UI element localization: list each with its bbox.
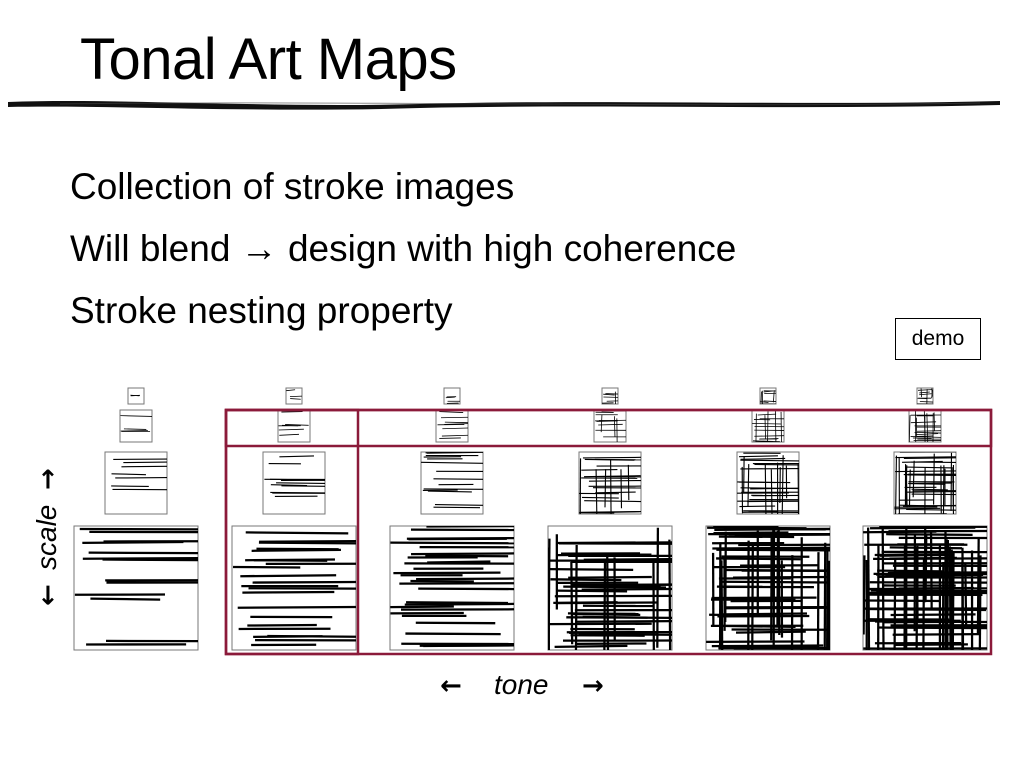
scale-right-arrow: → <box>33 468 63 490</box>
stroke-texture-tile <box>736 451 800 515</box>
map-highlight-frame <box>224 408 993 656</box>
tonal-art-map-figure <box>73 387 993 656</box>
bullet-list: Collection of stroke images Will blend →… <box>70 162 736 348</box>
stroke-texture-tile <box>119 409 153 443</box>
stroke-texture-tile <box>751 409 785 443</box>
stroke-texture-tile <box>420 451 484 515</box>
stroke-texture-tile <box>578 451 642 515</box>
stroke-texture-tile <box>547 525 673 651</box>
stroke-texture-tile <box>862 525 988 651</box>
demo-button[interactable]: demo <box>895 318 981 360</box>
stroke-texture-tile <box>435 409 469 443</box>
slide-title: Tonal Art Maps <box>80 27 457 92</box>
stroke-texture-tile <box>759 387 777 405</box>
bullet-item: Will blend → design with high coherence <box>70 228 737 269</box>
title-underline <box>8 101 1000 110</box>
stroke-texture-tile <box>277 409 311 443</box>
stroke-texture-tile <box>908 409 942 443</box>
stroke-texture-tile <box>73 525 199 651</box>
scale-left-arrow: ← <box>33 584 63 606</box>
stroke-texture-tile <box>916 387 934 405</box>
tone-axis-label: ← tone → <box>440 669 604 701</box>
stroke-texture-tile <box>285 387 303 405</box>
stroke-texture-tile <box>262 451 326 515</box>
stroke-texture-tile <box>601 387 619 405</box>
stroke-texture-tile <box>705 525 831 651</box>
scale-label-text: scale <box>31 505 62 570</box>
tone-label-text: tone <box>494 669 549 700</box>
scale-axis-label: ← scale → <box>31 468 63 606</box>
bullet-item: Collection of stroke images <box>70 166 515 207</box>
tone-left-arrow: ← <box>440 671 462 701</box>
stroke-texture-tile <box>389 525 515 651</box>
stroke-texture-tile <box>893 451 957 515</box>
tone-right-arrow: → <box>582 671 604 701</box>
bullet-item: Stroke nesting property <box>70 290 453 331</box>
stroke-texture-tile <box>104 451 168 515</box>
stroke-texture-tile <box>593 409 627 443</box>
stroke-texture-tile <box>443 387 461 405</box>
stroke-texture-tile <box>127 387 145 405</box>
stroke-texture-tile <box>231 525 357 651</box>
